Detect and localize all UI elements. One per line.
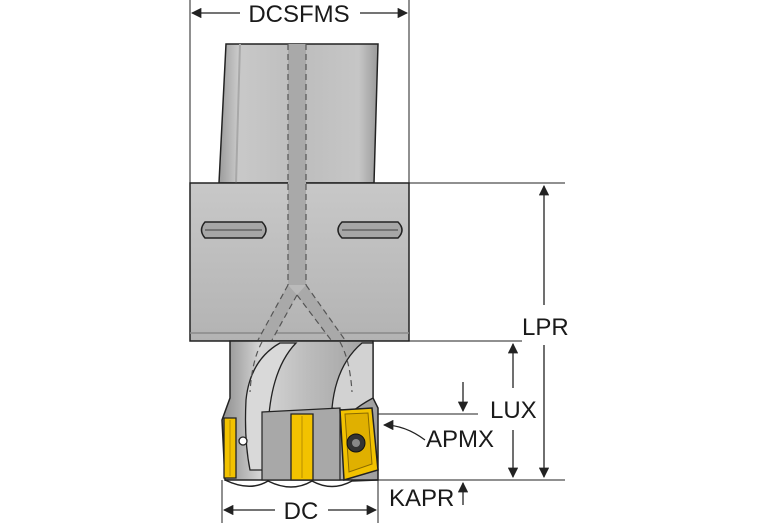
left-key-slot [200, 221, 267, 239]
coolant-channel [249, 44, 353, 393]
dimension-labels: DCSFMS LPR LUX APMX KAPR DC [248, 1, 569, 525]
label-apmx: APMX [426, 426, 494, 453]
apmx-leader [382, 419, 426, 441]
label-dcsfms: DCSFMS [248, 1, 349, 28]
label-kapr: KAPR [389, 485, 454, 512]
front-insert [339, 407, 379, 481]
center-insert [290, 413, 314, 481]
dimensions [189, 0, 565, 523]
label-lux: LUX [490, 397, 537, 424]
coolant-hole [238, 436, 248, 446]
right-key-slot [337, 221, 403, 239]
left-insert [223, 417, 237, 479]
label-lpr: LPR [522, 314, 569, 341]
label-dc: DC [284, 498, 319, 523]
head-bottom-edge [224, 479, 379, 488]
